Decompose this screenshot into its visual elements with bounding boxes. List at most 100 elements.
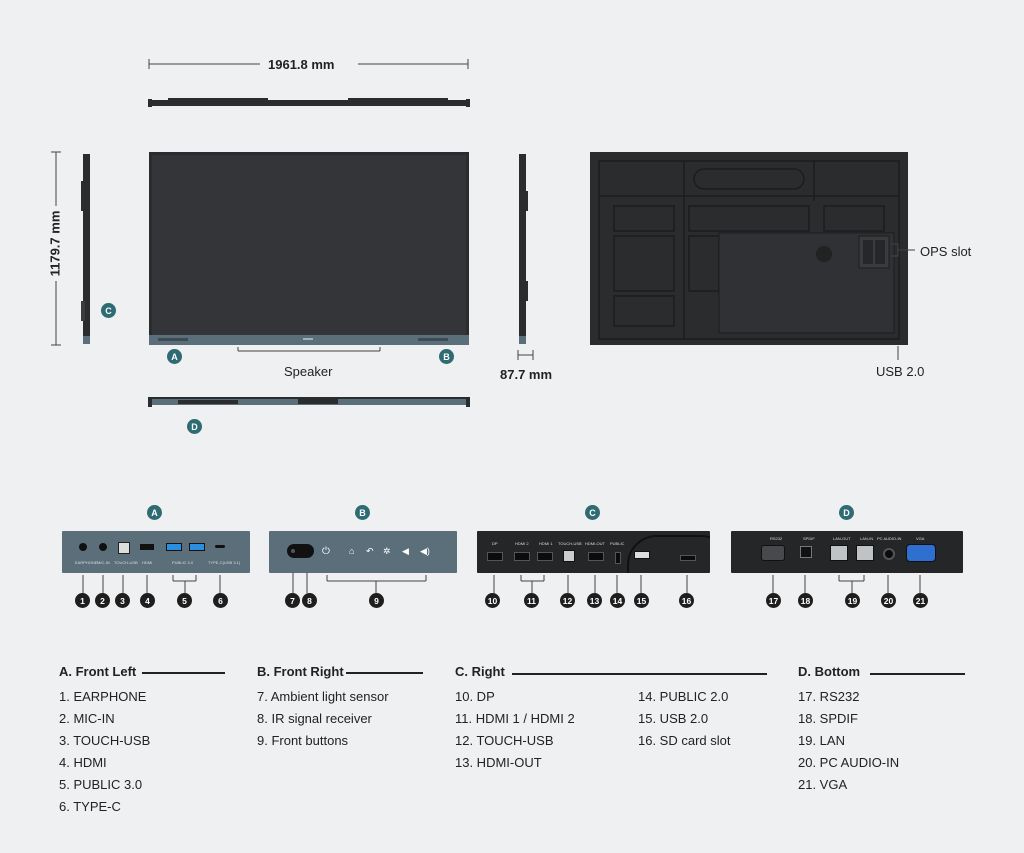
lan-in-port-icon bbox=[856, 545, 874, 561]
settings-icon: ✲ bbox=[383, 546, 391, 556]
legend-d-rule bbox=[870, 673, 965, 675]
legend-b-title: B. Front Right bbox=[257, 664, 344, 679]
panel-d-bottom: RS232 SPDIF LAN-OUT LAN-IN PC AUDIO-IN V… bbox=[731, 531, 963, 573]
sensor-window bbox=[287, 544, 314, 558]
callout-c-left: C bbox=[101, 303, 116, 318]
marker-1: 1 bbox=[75, 593, 90, 608]
legend-b-item: 7. Ambient light sensor bbox=[257, 689, 389, 704]
width-dimension-line bbox=[148, 59, 469, 69]
marker-14: 14 bbox=[610, 593, 625, 608]
marker-11: 11 bbox=[524, 593, 539, 608]
marker-13: 13 bbox=[587, 593, 602, 608]
marker-6: 6 bbox=[213, 593, 228, 608]
marker-19: 19 bbox=[845, 593, 860, 608]
public-2-port-icon bbox=[615, 552, 621, 564]
marker-20: 20 bbox=[881, 593, 896, 608]
panel-a-leaders bbox=[82, 575, 221, 593]
usb-2-label: USB 2.0 bbox=[876, 364, 925, 379]
legend-c-item: 12. TOUCH-USB bbox=[455, 733, 554, 748]
sd-card-slot-icon bbox=[680, 555, 696, 561]
label-lan-out: LAN-OUT bbox=[833, 536, 851, 541]
label-hdmi-1: HDMI 1 bbox=[539, 541, 553, 546]
label-rs232: RS232 bbox=[770, 536, 783, 541]
marker-7: 7 bbox=[285, 593, 300, 608]
dp-port-icon bbox=[487, 552, 503, 561]
touch-usb-c-port-icon bbox=[563, 550, 575, 562]
legend-a-item: 5. PUBLIC 3.0 bbox=[59, 777, 143, 792]
label-spdif: SPDIF bbox=[803, 536, 815, 541]
marker-21: 21 bbox=[913, 593, 928, 608]
legend-d-item: 17. RS232 bbox=[798, 689, 860, 704]
marker-12: 12 bbox=[560, 593, 575, 608]
legend-b-item: 8. IR signal receiver bbox=[257, 711, 372, 726]
legend-a-title: A. Front Left bbox=[59, 664, 137, 679]
home-icon: ⌂ bbox=[349, 546, 355, 556]
marker-3: 3 bbox=[115, 593, 130, 608]
marker-18: 18 bbox=[798, 593, 813, 608]
panel-a-badge: A bbox=[147, 505, 162, 520]
bottom-edge-view bbox=[148, 397, 470, 407]
callout-a-front: A bbox=[167, 349, 182, 364]
legend-c-item: 16. SD card slot bbox=[638, 733, 731, 748]
legend-d-item: 18. SPDIF bbox=[798, 711, 858, 726]
marker-10: 10 bbox=[485, 593, 500, 608]
hdmi-port-icon bbox=[140, 544, 154, 550]
height-dimension: 1179.7 mm bbox=[47, 210, 63, 277]
rs232-port-icon bbox=[761, 545, 785, 561]
legend-c-item: 15. USB 2.0 bbox=[638, 711, 709, 726]
marker-2: 2 bbox=[95, 593, 110, 608]
hdmi-1-port-icon bbox=[537, 552, 553, 561]
lan-out-port-icon bbox=[830, 545, 848, 561]
housing-curve bbox=[627, 535, 710, 573]
marker-9: 9 bbox=[369, 593, 384, 608]
label-type-c: TYPE-C(USB 3.1) bbox=[208, 560, 241, 565]
label-pc-audio-in: PC AUDIO-IN bbox=[877, 536, 902, 541]
legend-c-item: 13. HDMI-OUT bbox=[455, 755, 542, 770]
label-public: PUBLIC bbox=[610, 541, 625, 546]
volume-up-icon: ◀) bbox=[420, 546, 430, 556]
label-touch-usb: TOUCH-USB bbox=[114, 560, 138, 565]
legend-d-title: D. Bottom bbox=[798, 664, 861, 679]
legend-b-item: 9. Front buttons bbox=[257, 733, 349, 748]
usb-leader-line bbox=[897, 346, 899, 360]
label-public-3: PUBLIC 3.0 bbox=[172, 560, 194, 565]
legend-c-title: C. Right bbox=[455, 664, 505, 679]
public-3-port-1-icon bbox=[166, 543, 182, 551]
label-lan-in: LAN-IN bbox=[860, 536, 874, 541]
pc-audio-in-jack-icon bbox=[883, 548, 895, 560]
hdmi-2-port-icon bbox=[514, 552, 530, 561]
touch-usb-port-icon bbox=[118, 542, 130, 554]
marker-4: 4 bbox=[140, 593, 155, 608]
panel-d-leaders bbox=[772, 575, 921, 593]
width-dimension: 1961.8 mm bbox=[268, 57, 335, 72]
legend-d-item: 20. PC AUDIO-IN bbox=[798, 755, 900, 770]
legend-a-rule bbox=[142, 672, 225, 674]
panel-c-leaders bbox=[493, 575, 688, 593]
panel-d-badge: D bbox=[839, 505, 854, 520]
legend-a-item: 4. HDMI bbox=[59, 755, 107, 770]
label-hdmi-2: HDMI 2 bbox=[515, 541, 529, 546]
power-icon: ⏻ bbox=[322, 546, 330, 557]
callout-b-front: B bbox=[439, 349, 454, 364]
panel-b-leaders bbox=[292, 573, 427, 593]
depth-dimension-line bbox=[517, 350, 534, 360]
front-view bbox=[149, 152, 469, 345]
label-vga: VGA bbox=[916, 536, 925, 541]
panel-c-right: DP HDMI 2 HDMI 1 TOUCH-USB HDMI-OUT PUBL… bbox=[477, 531, 710, 573]
legend-c-item: 14. PUBLIC 2.0 bbox=[638, 689, 729, 704]
speaker-label: Speaker bbox=[284, 364, 333, 379]
marker-5: 5 bbox=[177, 593, 192, 608]
height-dimension-line bbox=[51, 151, 61, 346]
legend-a-item: 2. MIC-IN bbox=[59, 711, 115, 726]
label-hdmi-out: HDMI-OUT bbox=[585, 541, 605, 546]
marker-17: 17 bbox=[766, 593, 781, 608]
public-3-port-2-icon bbox=[189, 543, 205, 551]
left-side-view bbox=[81, 154, 90, 344]
hdmi-out-port-icon bbox=[588, 552, 604, 561]
depth-dimension: 87.7 mm bbox=[500, 367, 553, 382]
back-view bbox=[590, 152, 908, 345]
label-mic-in: MIC-IN bbox=[97, 560, 110, 565]
label-touch-usb-c: TOUCH-USB bbox=[558, 541, 582, 546]
top-edge-view bbox=[148, 98, 470, 107]
mic-in-jack-icon bbox=[99, 543, 107, 551]
